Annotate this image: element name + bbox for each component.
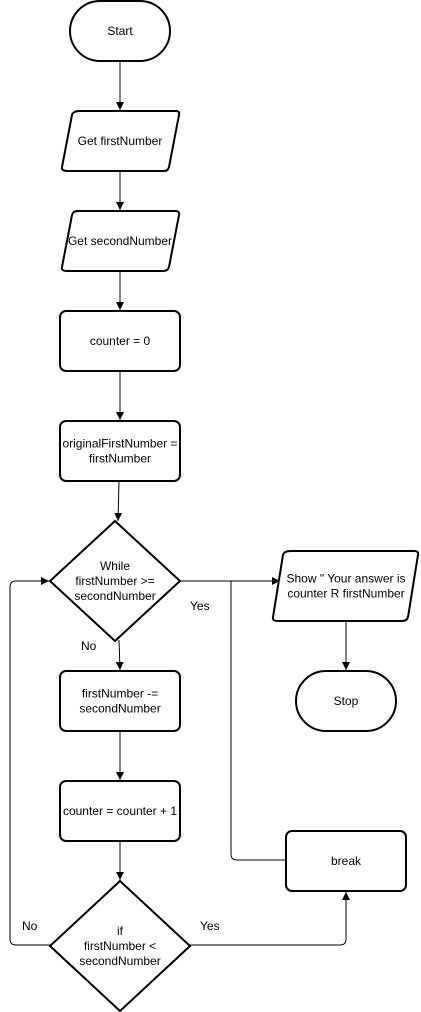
start-terminator-shape [69,0,171,62]
node-original-assign: originalFirstNumber =firstNumber [59,420,181,482]
node-label-line: if [117,924,124,938]
while-yes-label: Yes [190,599,210,613]
original-assign-label: originalFirstNumber =firstNumber [62,437,177,466]
node-label-line: firstNumber [89,452,151,466]
node-label-line: secondNumber [79,954,160,968]
if-yes-label: Yes [200,919,220,933]
node-label-line: firstNumber -= [82,687,158,701]
node-label-line: break [331,854,362,868]
node-counter-init: counter = 0 [59,310,181,372]
node-label-line: secondNumber [79,702,160,716]
get-first-number-label: Get firstNumber [78,134,163,148]
node-label-line: firstNumber < [84,939,156,953]
node-label-line: counter = 0 [90,334,151,348]
node-label-line: counter R firstNumber [287,587,404,601]
counter-init-process-shape [59,310,181,372]
if-decision-shape [48,879,192,1012]
increment-label: counter = counter + 1 [63,804,177,818]
while-decision-shape [48,519,182,643]
subtract-label: firstNumber -=secondNumber [79,687,160,716]
original-assign-process-shape [59,420,181,482]
break-process-shape [285,830,407,892]
node-get-first-number: Get firstNumber [60,110,181,172]
stop-terminator-shape [295,670,397,732]
node-increment: counter = counter + 1 [59,780,181,842]
edge-original-to-while [114,480,123,522]
node-label-line: While [100,559,130,573]
node-start: Start [69,0,171,62]
edge-if-no-loop-to-while [9,577,50,946]
node-label-line: secondNumber [74,589,155,603]
start-label: Start [107,24,133,38]
get-first-number-io-shape [60,110,181,172]
subtract-process-shape [59,670,181,732]
edge-while-no-to-subtract [115,639,124,671]
edge-labels: Yes No Yes No [22,599,220,933]
get-second-number-label: Get secondNumber [68,234,172,248]
if-no-label: No [22,919,38,933]
node-label-line: Show " Your answer is [287,572,406,586]
stop-label: Stop [334,694,359,708]
node-break: break [285,830,407,892]
node-label-line: Start [107,24,133,38]
edge-if-yes-to-break [190,892,350,946]
counter-init-label: counter = 0 [90,334,151,348]
node-label-line: Stop [334,694,359,708]
show-answer-io-shape [271,550,420,622]
break-label: break [331,854,362,868]
node-stop: Stop [295,670,397,732]
edge-break-to-while-yes [230,581,285,861]
node-label-line: Get secondNumber [68,234,172,248]
increment-process-shape [59,780,181,842]
get-second-number-io-shape [60,210,181,272]
edges [9,61,350,946]
node-get-second-number: Get secondNumber [60,210,181,272]
node-label-line: Get firstNumber [78,134,163,148]
node-label-line: firstNumber >= [75,574,154,588]
node-subtract: firstNumber -=secondNumber [59,670,181,732]
while-no-label: No [81,639,97,653]
node-label-line: originalFirstNumber = [62,437,177,451]
node-label-line: counter = counter + 1 [63,804,177,818]
